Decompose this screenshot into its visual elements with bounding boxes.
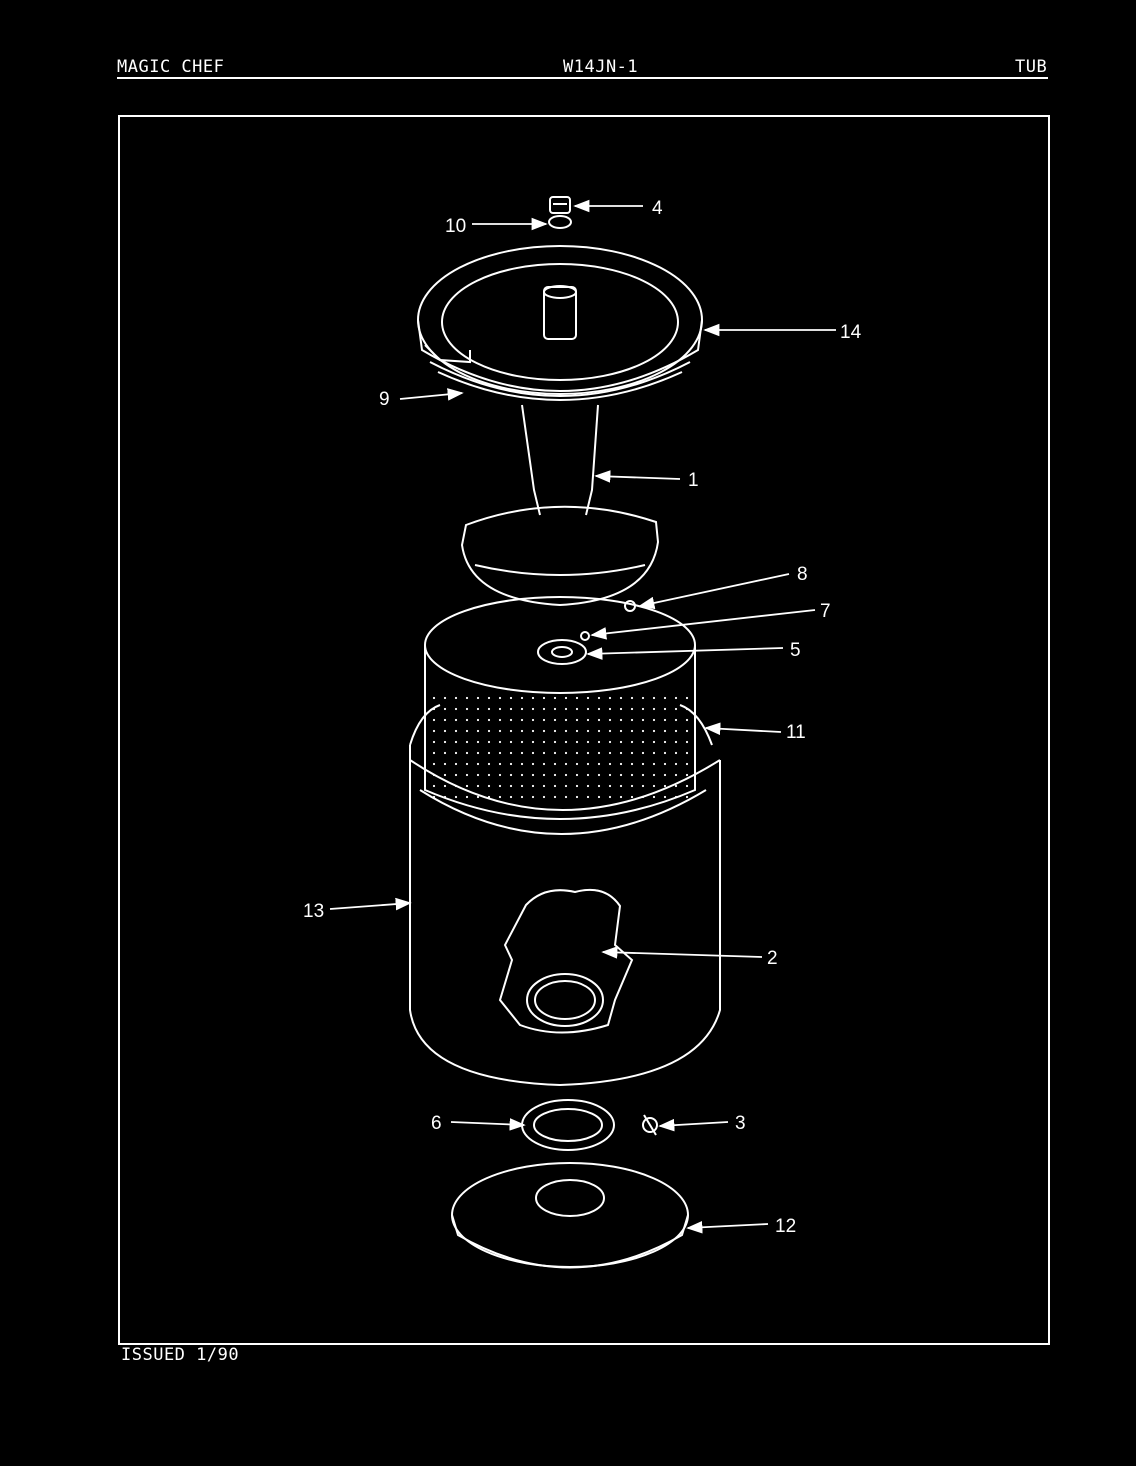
callout-14: 14 xyxy=(840,322,862,343)
diagram-frame xyxy=(118,115,1050,1345)
brand-label: MAGIC CHEF xyxy=(117,57,225,77)
callout-10: 10 xyxy=(445,216,466,237)
hub-part-5 xyxy=(537,639,587,665)
issued-label: ISSUED 1/90 xyxy=(121,1345,240,1365)
header-rule xyxy=(117,77,1048,79)
callout-3: 3 xyxy=(735,1113,746,1134)
agitator-part-1 xyxy=(460,285,660,607)
callout-8: 8 xyxy=(797,564,808,585)
leader-11 xyxy=(704,722,782,736)
outer-tub-part-13 xyxy=(409,704,721,1087)
tub-ring-part-14 xyxy=(417,245,703,395)
nut-part-8 xyxy=(624,600,636,612)
section-label: TUB xyxy=(1015,57,1048,77)
ring-part-10 xyxy=(548,215,572,229)
cap-part-4 xyxy=(549,196,571,214)
callout-5: 5 xyxy=(790,640,801,661)
leader-6 xyxy=(450,1118,526,1131)
basket-part-11 xyxy=(424,596,696,820)
leader-5 xyxy=(586,647,784,660)
model-label: W14JN-1 xyxy=(563,57,639,77)
callout-9: 9 xyxy=(379,389,390,410)
leader-13 xyxy=(329,897,412,911)
callout-13: 13 xyxy=(303,901,324,922)
callout-4: 4 xyxy=(652,198,663,219)
base-part-12 xyxy=(451,1162,689,1269)
seal-part-9 xyxy=(429,361,691,401)
leader-12 xyxy=(686,1220,769,1234)
bolt-part-3 xyxy=(642,1114,658,1136)
leader-9 xyxy=(399,388,464,401)
boot-part-2 xyxy=(498,888,634,1034)
leader-3 xyxy=(658,1118,729,1132)
leader-1 xyxy=(594,470,681,483)
screw-part-7 xyxy=(580,631,590,641)
gasket-part-6 xyxy=(521,1099,615,1151)
leader-2 xyxy=(601,946,763,959)
callout-11: 11 xyxy=(786,722,806,743)
callout-7: 7 xyxy=(820,601,831,622)
leader-7 xyxy=(590,609,816,640)
callout-1: 1 xyxy=(688,470,699,491)
callout-2: 2 xyxy=(767,948,778,969)
callout-6: 6 xyxy=(431,1113,442,1134)
leader-8 xyxy=(638,573,790,610)
callout-12: 12 xyxy=(775,1216,796,1237)
